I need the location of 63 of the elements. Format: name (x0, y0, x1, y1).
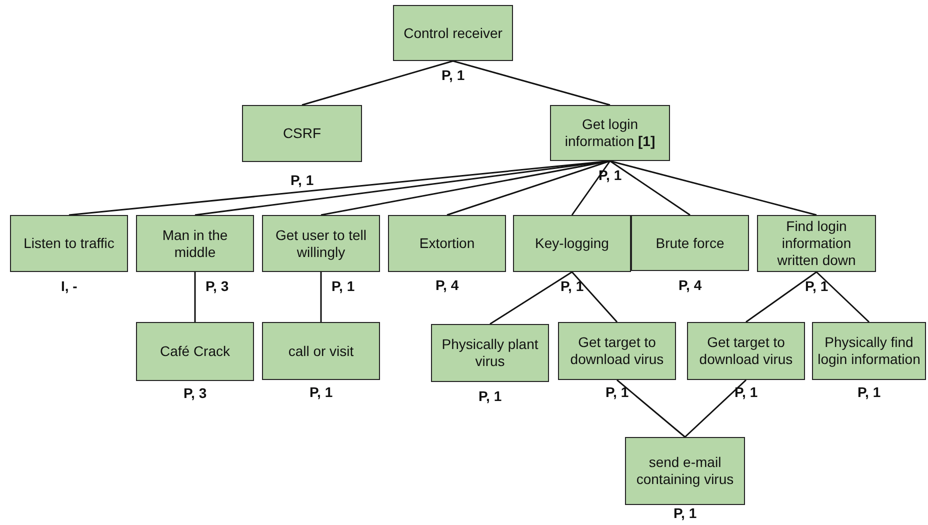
node-label: Café Crack (160, 343, 230, 360)
probability-label: P, 1 (442, 67, 465, 83)
probability-label: P, 1 (478, 388, 502, 404)
probability-label: P, 1 (310, 384, 333, 400)
node-label: Physically find login information (816, 334, 922, 368)
node-label: Extortion (419, 235, 475, 252)
attack-node-box (687, 322, 805, 380)
probability-label: P, 4 (436, 277, 459, 293)
connector-line (490, 271, 572, 325)
attack-node-box (757, 215, 876, 272)
node-label: Get login information [1] (564, 116, 656, 150)
probability-label: P, 1 (805, 278, 828, 294)
probability-label: P, 1 (858, 384, 881, 400)
attack-node-box (812, 322, 926, 380)
connector-line (684, 379, 747, 438)
probability-label: P, 1 (290, 172, 314, 188)
attack-node-box (262, 322, 380, 380)
probability-label: P, 3 (206, 278, 229, 294)
attack-node-box (625, 437, 745, 505)
probability-label: P, 1 (332, 278, 355, 294)
connector-line (746, 271, 817, 323)
connector-line (816, 271, 870, 323)
attack-node-box (550, 105, 670, 161)
attack-node-box (136, 322, 254, 381)
node-label: Get target to download virus (569, 334, 665, 368)
node-label: Key-logging (535, 235, 609, 252)
connector-line (452, 60, 610, 106)
connector-line (194, 272, 196, 322)
node-label: Find login information written down (776, 218, 857, 269)
connector-line (320, 272, 322, 322)
probability-label: P, 1 (606, 384, 629, 400)
attack-node-box (136, 215, 254, 272)
probability-label: P, 1 (674, 505, 697, 521)
probability-label: I, - (61, 278, 78, 294)
probability-label: P, 3 (184, 385, 207, 401)
node-label: Man in the middle (161, 226, 229, 260)
node-label: Listen to traffic (24, 235, 114, 252)
node-label: Physically plant virus (440, 336, 540, 370)
attack-node-box (431, 324, 549, 382)
connector-line (610, 160, 817, 216)
connector-line (571, 160, 611, 216)
connector-line (610, 160, 690, 216)
probability-label: P, 4 (678, 277, 702, 293)
node-label: call or visit (288, 342, 354, 360)
node-label: Control receiver (404, 24, 502, 42)
connector-line (302, 60, 454, 106)
attack-node-box (388, 215, 506, 272)
probability-label: P, 1 (560, 278, 584, 294)
node-label: CSRF (282, 125, 322, 142)
node-label: Brute force (656, 234, 724, 252)
attack-node-box (393, 5, 513, 61)
node-label: Get target to download virus (698, 334, 794, 368)
node-label: send e-mail containing virus (635, 454, 735, 488)
attack-node-box (10, 215, 128, 272)
attack-node-box (262, 215, 380, 272)
node-label: Get user to tell willingly (274, 226, 368, 260)
attack-node-box (631, 215, 749, 271)
attack-node-box (242, 105, 362, 162)
connector-line (571, 272, 618, 322)
connector-line (446, 160, 610, 216)
connector-line (616, 379, 686, 438)
attack-node-box (513, 215, 631, 272)
attack-node-box (558, 322, 676, 380)
